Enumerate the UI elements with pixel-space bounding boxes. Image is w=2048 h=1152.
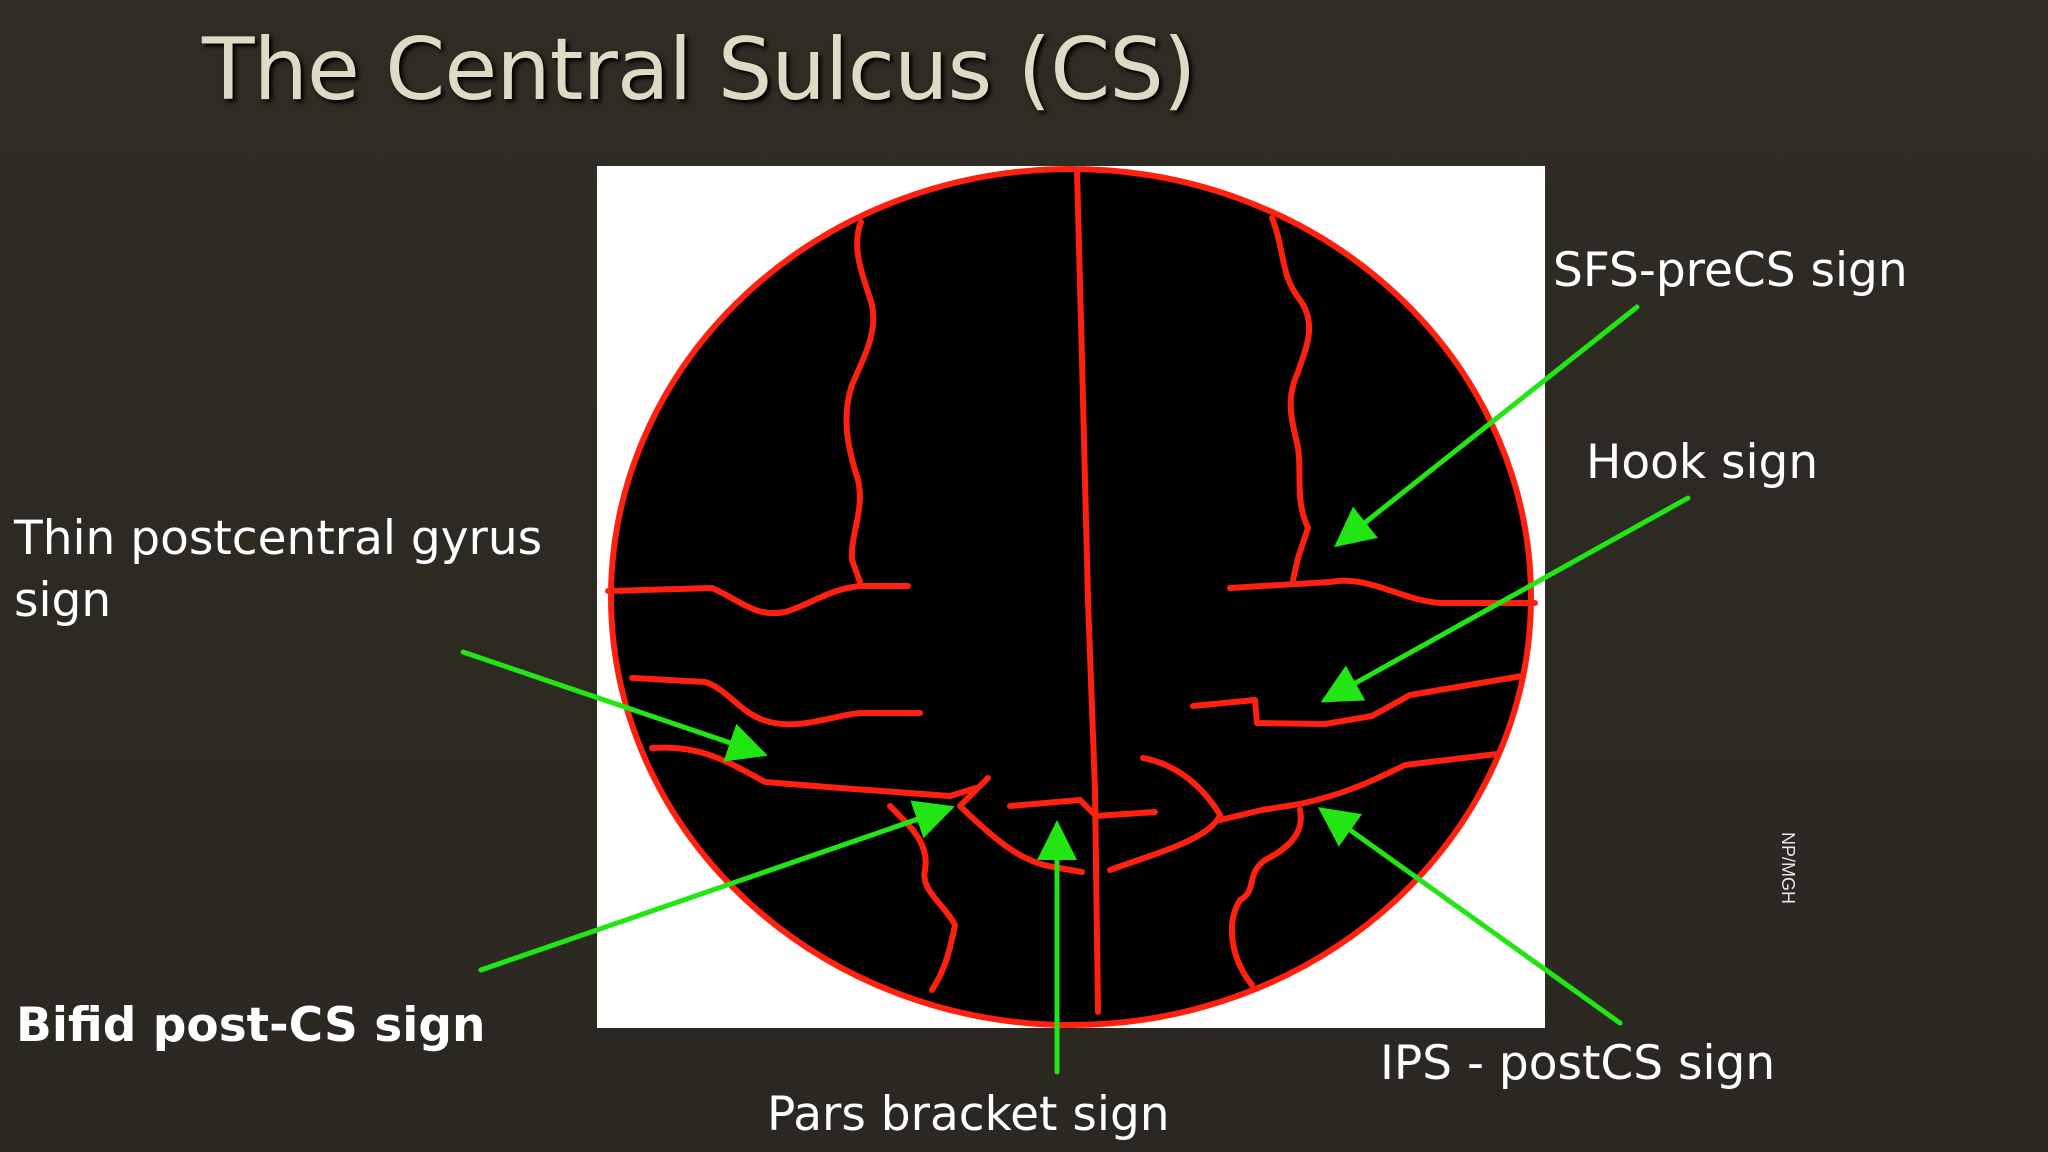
label-sfs-precs-sign: SFS-preCS sign (1553, 243, 1908, 298)
right-postcentral-sulcus (1217, 751, 1500, 823)
image-credit: NP/MGH (1778, 832, 1798, 904)
left-bifid-branch (957, 775, 1085, 875)
right-lower-branch (1228, 807, 1304, 988)
label-bifid-post-cs-sign: Bifid post-CS sign (16, 998, 486, 1053)
arrow-hook (1320, 495, 1691, 703)
midline-fissure (1074, 168, 1101, 1015)
label-pars-bracket-sign: Pars bracket sign (767, 1087, 1170, 1142)
pars-bracket-center (1007, 797, 1158, 819)
label-ips-postcs-sign: IPS - postCS sign (1380, 1036, 1776, 1091)
brain-outline (608, 166, 1534, 1028)
right-bracket-branch (1107, 755, 1223, 873)
sulcus-lines (605, 168, 1538, 1015)
right-superior-frontal-sulcus (1269, 215, 1313, 583)
left-central-sulcus (629, 675, 923, 728)
arrow-bifid-post-cs (478, 800, 955, 973)
arrow-sfs-precs (1334, 304, 1640, 548)
right-central-sulcus (1190, 673, 1525, 727)
left-superior-frontal-sulcus (843, 219, 877, 585)
slide-title: The Central Sulcus (CS) (202, 20, 1196, 120)
left-precentral-sulcus (605, 583, 911, 617)
label-hook-sign: Hook sign (1586, 435, 1819, 490)
annotation-arrows (460, 304, 1691, 1075)
right-precentral-sulcus (1227, 577, 1538, 606)
arrow-ips-postcs (1317, 807, 1623, 1026)
label-thin-postcentral-gyrus-sign: Thin postcentral gyrus sign (14, 511, 543, 628)
arrow-thin-postcentral (460, 649, 768, 762)
